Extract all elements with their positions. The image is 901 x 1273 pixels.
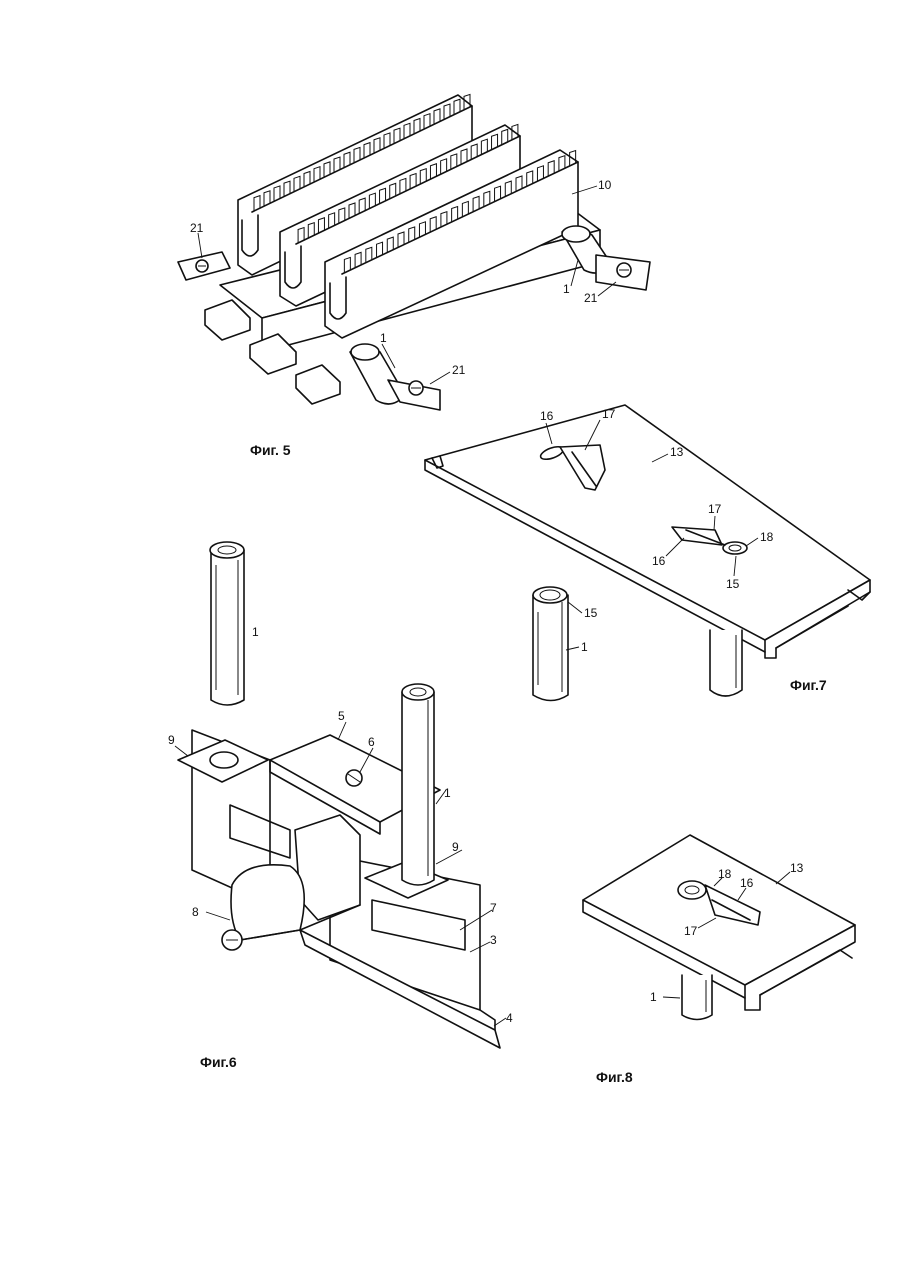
label-13-plate: 13 (670, 445, 684, 459)
label-4-flange: 4 (506, 1011, 513, 1025)
label-9-tab-left: 9 (168, 733, 175, 747)
label-15-post-end: 15 (584, 606, 598, 620)
label-18-ring: 18 (760, 530, 774, 544)
post-mounted-fig6 (402, 684, 434, 885)
label-7-slot: 7 (490, 901, 497, 915)
label-9-tab-right: 9 (452, 840, 459, 854)
figure-6-bracket-assembly: 9 5 6 1 9 7 3 8 4 1 Фиг.6 (168, 542, 513, 1070)
label-1-post-fig8: 1 (650, 990, 657, 1004)
label-16-hole-b: 16 (652, 554, 666, 568)
label-1-post-front: 1 (380, 331, 387, 345)
caption-fig6: Фиг.6 (200, 1054, 237, 1070)
figure-5-connection-block: 10 21 1 21 1 21 Фиг. 5 (178, 94, 650, 458)
figure-8-mounting-plate-detail: 13 18 16 17 1 Фиг.8 (583, 835, 855, 1085)
label-16-hole-fig8: 16 (740, 876, 754, 890)
label-10-housing: 10 (598, 178, 612, 192)
cable-lug-left (178, 252, 230, 280)
label-17-spring-b: 17 (708, 502, 722, 516)
caption-fig7: Фиг.7 (790, 677, 827, 693)
label-13-plate-fig8: 13 (790, 861, 804, 875)
screw-6 (346, 770, 362, 786)
label-21-lug-front: 21 (452, 363, 466, 377)
figure-7-mounting-plate: 16 17 13 17 18 16 15 15 1 Фиг.7 (425, 405, 870, 701)
label-17-spring-a: 17 (602, 407, 616, 421)
caption-fig5: Фиг. 5 (250, 442, 291, 458)
post-under-plate (710, 630, 742, 696)
label-16-hole-a: 16 (540, 409, 554, 423)
label-18-ring-fig8: 18 (718, 867, 732, 881)
label-1-post: 1 (581, 640, 588, 654)
label-6-screw: 6 (368, 735, 375, 749)
label-1-post-mounted: 1 (444, 786, 451, 800)
post-front (350, 344, 440, 410)
label-5-top-plate: 5 (338, 709, 345, 723)
label-3-bracket: 3 (490, 933, 497, 947)
post-loose-fig6 (210, 542, 244, 705)
label-21-lug-right: 21 (584, 291, 598, 305)
post-loose-fig7 (533, 587, 568, 701)
post-fig8 (682, 975, 712, 1020)
label-21-lug-left: 21 (190, 221, 204, 235)
label-1-post-right: 1 (563, 282, 570, 296)
label-17-spring-fig8: 17 (684, 924, 698, 938)
caption-fig8: Фиг.8 (596, 1069, 633, 1085)
label-1-post-loose: 1 (252, 625, 259, 639)
label-15-eye-end: 15 (726, 577, 740, 591)
label-8-clamp: 8 (192, 905, 199, 919)
